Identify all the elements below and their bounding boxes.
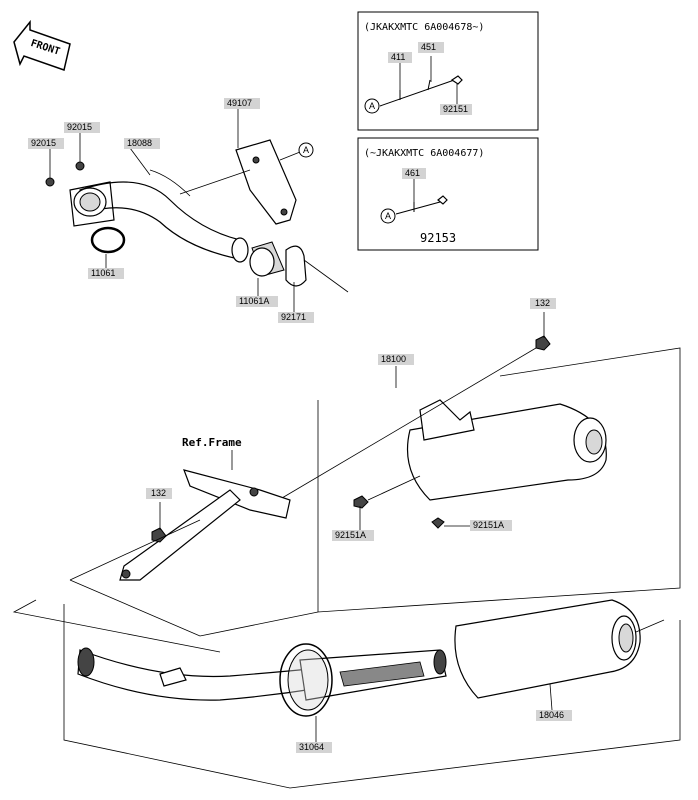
frame-rail bbox=[119, 469, 291, 581]
nut-icon bbox=[45, 161, 85, 187]
bolt-icon bbox=[535, 335, 551, 351]
callout-a-circle bbox=[364, 98, 380, 114]
ref-frame-label: Ref.Frame bbox=[182, 436, 242, 449]
variant-box-2: (~JKAKXMTC 6A004677) A 461 92153 bbox=[357, 137, 539, 251]
part-number: 92171 bbox=[281, 312, 306, 322]
part-number: 92153 bbox=[420, 231, 456, 245]
mid-pipe bbox=[77, 647, 321, 701]
callout-a-label: A bbox=[303, 145, 309, 155]
part-number: 18088 bbox=[127, 138, 152, 148]
muffler bbox=[406, 399, 607, 501]
connector-gasket bbox=[249, 241, 285, 277]
part-number: 18046 bbox=[539, 710, 564, 720]
callout-a-circle bbox=[380, 208, 396, 224]
part-number: 31064 bbox=[299, 742, 324, 752]
box1-title: (JKAKXMTC 6A004678~) bbox=[364, 22, 484, 33]
clamp bbox=[285, 245, 349, 293]
exhaust-header-pipe bbox=[69, 169, 249, 263]
part-number: 49107 bbox=[227, 98, 252, 108]
part-number: 132 bbox=[535, 298, 550, 308]
part-number: 411 bbox=[391, 52, 405, 62]
bolt-icon bbox=[151, 527, 167, 543]
part-number: 132 bbox=[151, 488, 166, 498]
part-number: 92151A bbox=[473, 520, 504, 530]
silencer-body bbox=[279, 643, 447, 717]
box2-title: (~JKAKXMTC 6A004677) bbox=[364, 148, 484, 159]
part-number: 451 bbox=[421, 42, 436, 52]
part-number: 92015 bbox=[31, 138, 56, 148]
part-number: 92151A bbox=[335, 530, 366, 540]
variant-box-1: (JKAKXMTC 6A004678~) A 411 451 92151 bbox=[357, 11, 539, 131]
part-number: 18100 bbox=[381, 354, 406, 364]
nut-icon bbox=[353, 495, 445, 529]
mount-bracket: A bbox=[179, 139, 314, 225]
part-number: 11061 bbox=[91, 268, 115, 278]
part-number: 92151 bbox=[443, 104, 468, 114]
callout-a-label: A bbox=[385, 211, 391, 221]
callout-a-label: A bbox=[369, 101, 375, 111]
end-silencer bbox=[454, 599, 641, 699]
part-number: 11061A bbox=[239, 296, 269, 306]
front-arrow-icon: FRONT bbox=[13, 19, 71, 71]
part-number: 92015 bbox=[67, 122, 92, 132]
gasket-ring bbox=[90, 226, 126, 254]
part-number: 461 bbox=[405, 168, 420, 178]
